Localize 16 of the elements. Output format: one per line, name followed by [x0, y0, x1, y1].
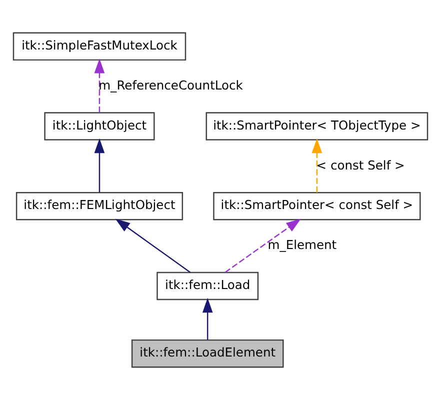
arrow — [94, 58, 105, 113]
node-box: itk::fem::FEMLightObject — [16, 192, 184, 220]
arrow — [94, 138, 105, 192]
arrow — [115, 218, 191, 273]
edge-label: m_Element — [268, 238, 337, 252]
node-box: itk::SmartPointer< const Self > — [213, 192, 421, 220]
arrow — [312, 138, 322, 192]
node-box: itk::fem::LoadElement — [131, 339, 284, 368]
edge-label: < const Self > — [316, 158, 405, 172]
node-box: itk::SimpleFastMutexLock — [12, 32, 186, 61]
node-box: itk::SmartPointer< TObjectType > — [206, 112, 428, 140]
node-box: itk::LightObject — [44, 112, 155, 140]
arrow — [224, 218, 301, 273]
edge-label: m_ReferenceCountLock — [98, 78, 243, 92]
arrow — [202, 298, 213, 340]
node-box: itk::fem::Load — [156, 272, 259, 300]
